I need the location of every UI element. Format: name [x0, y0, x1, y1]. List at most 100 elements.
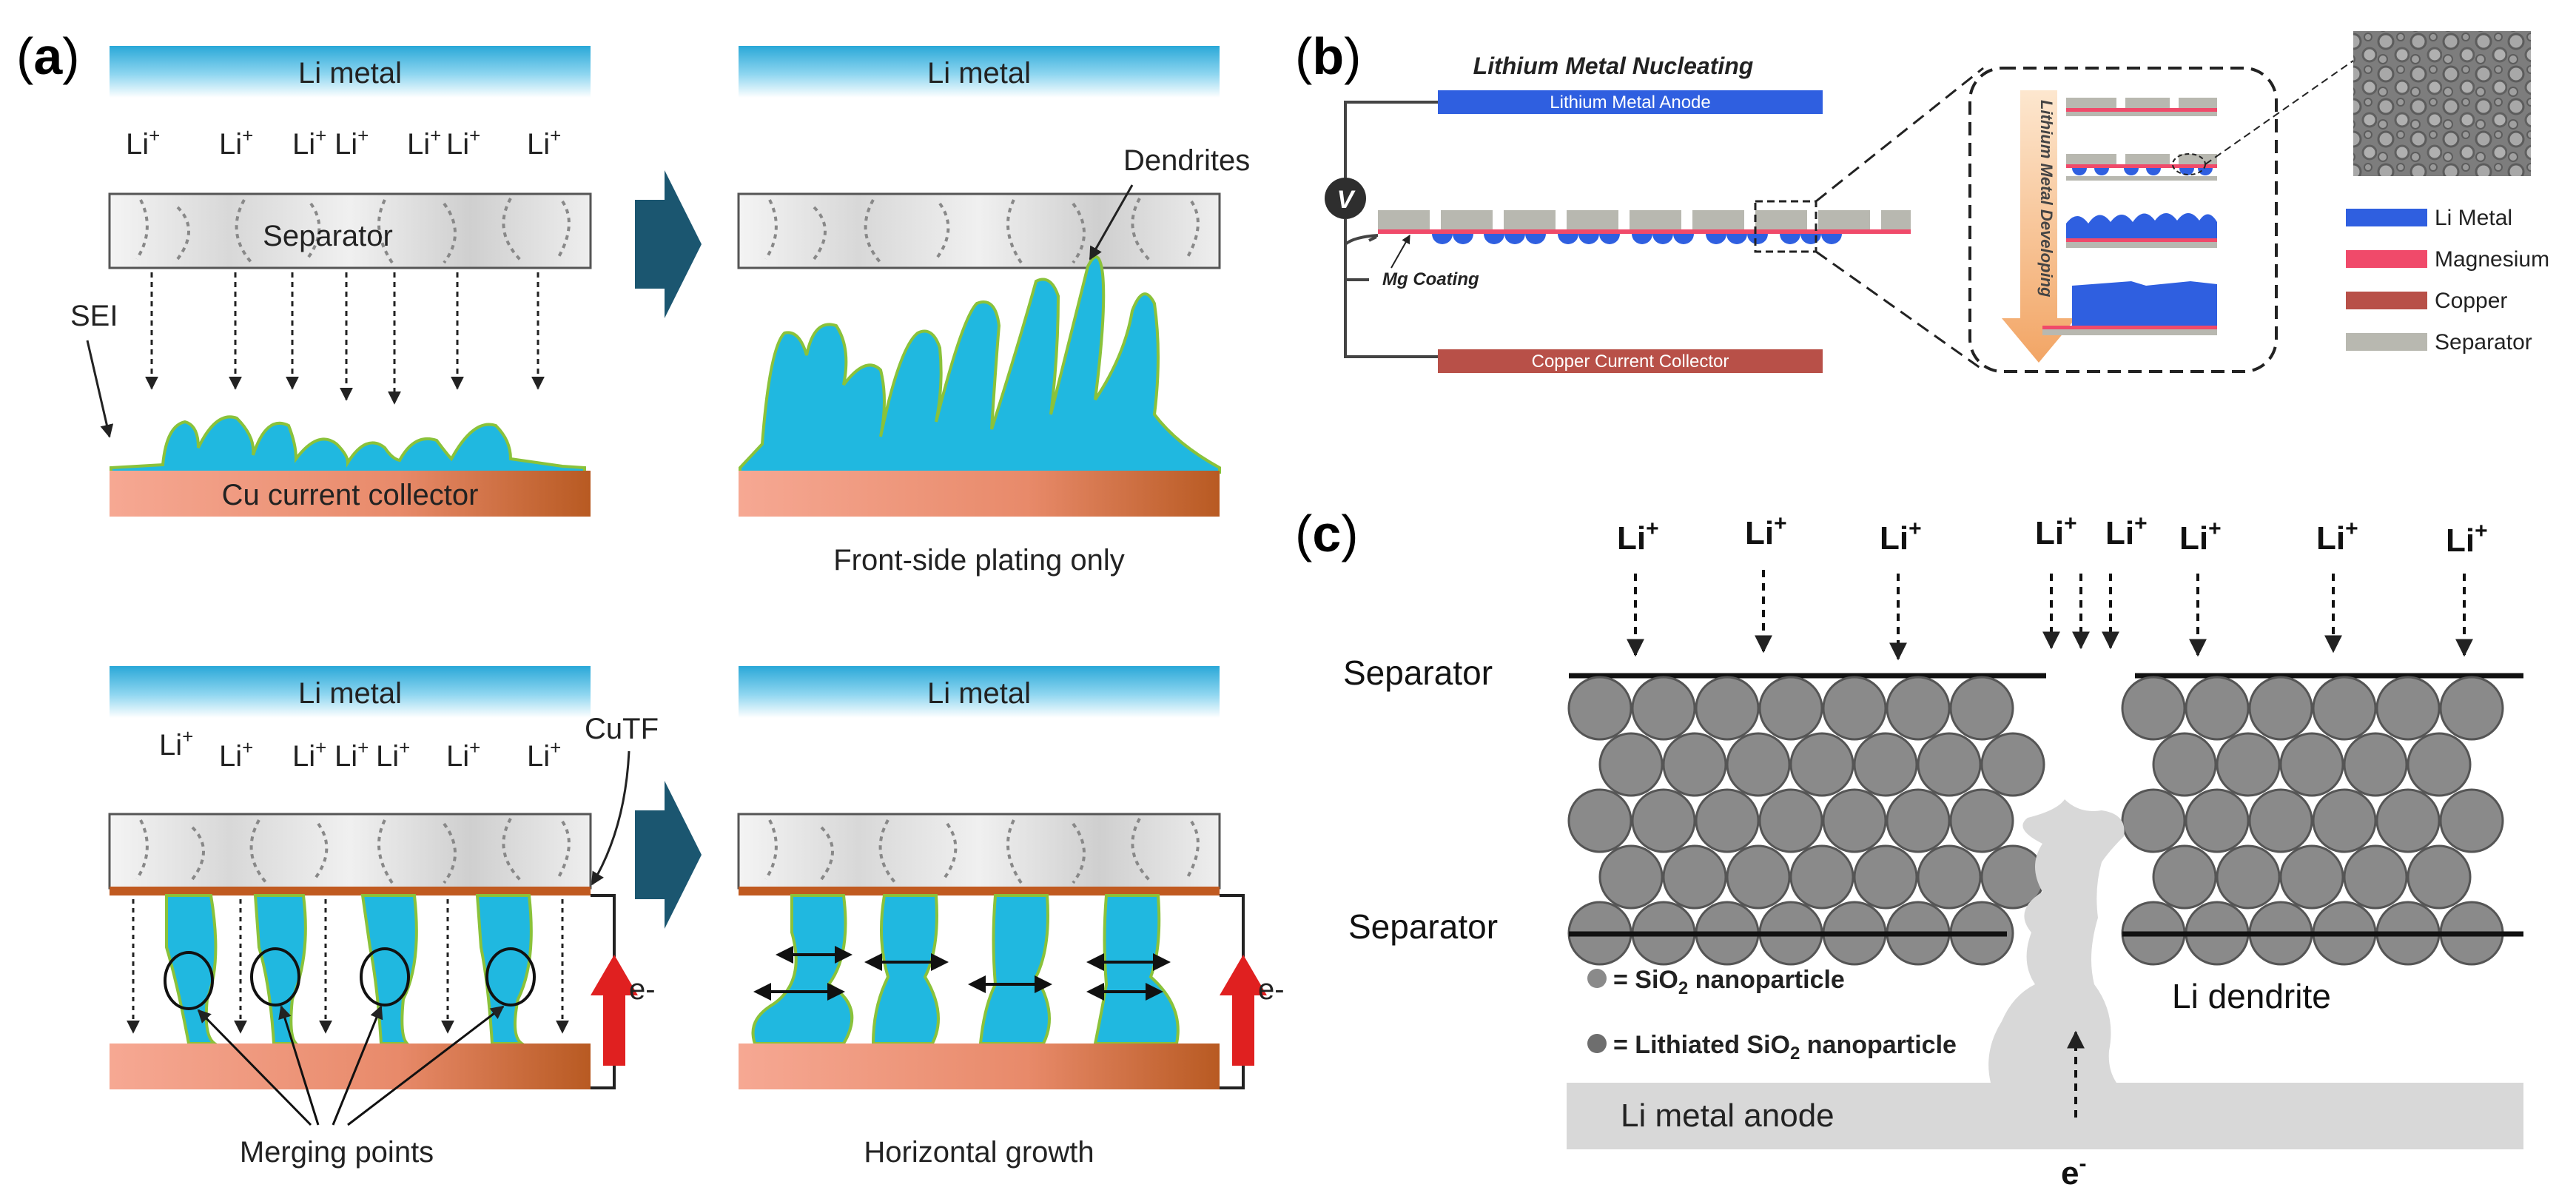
stage-4	[2042, 281, 2217, 335]
sio2-nanoparticle	[1662, 732, 1727, 797]
ion-flow-arrows	[127, 899, 569, 1034]
sio2-nanoparticle	[1917, 732, 1982, 797]
horizontal-growth-caption: Horizontal growth	[864, 1136, 1094, 1169]
li-ion-label: Li+	[159, 725, 193, 762]
li-ion-label: Li+	[2179, 517, 2222, 557]
sio2-nanoparticle	[1598, 844, 1664, 910]
li-ion-label: Li+	[219, 736, 253, 773]
sio2-nanoparticle	[2375, 788, 2441, 853]
voltmeter-icon	[1325, 178, 1366, 219]
panel-c: (c) Li+ Li+ Li+ Li+ Li+ Li+ Li+ Li+ Sepa…	[1295, 505, 2523, 1192]
li-ion-label: Li+	[2316, 517, 2358, 557]
lithiated-sio2-legend-dot	[1587, 1034, 1607, 1053]
cell-a4: Li metal e- Horizontal growt	[737, 666, 1285, 1169]
sio2-nanoparticle	[1853, 732, 1918, 797]
ion-flow-arrows	[145, 272, 545, 405]
li-ion-label: Li+	[2035, 511, 2077, 551]
merging-arrows	[197, 1005, 505, 1126]
legend-swatch-copper	[2346, 292, 2427, 309]
circuit-wire	[1344, 219, 1438, 358]
li-ion-label: Li+	[292, 736, 326, 773]
circuit-wire	[1344, 101, 1438, 178]
li-metal-label: Li metal	[927, 677, 1031, 710]
sio2-nanoparticle	[1567, 788, 1632, 853]
li-ion-label: Li+	[376, 736, 410, 773]
cutf-arrow	[591, 750, 630, 886]
sei-arrow	[86, 340, 114, 438]
separator-label: Separator	[263, 220, 393, 252]
voltmeter-label: V	[1337, 186, 1356, 214]
sio2-nanoparticle	[2152, 844, 2217, 910]
sio2-nanoparticle	[1726, 732, 1791, 797]
sio2-nanoparticle	[1758, 676, 1823, 741]
nanoparticle-layer	[1567, 676, 2045, 966]
li-ion-label: Li+	[334, 124, 369, 161]
mg-coating-layer	[1378, 229, 1911, 234]
electron-label: e-	[1258, 973, 1285, 1006]
sio2-nanoparticle	[1662, 844, 1727, 910]
sio2-nanoparticle	[2216, 844, 2281, 910]
circuit-wire	[1344, 234, 1379, 246]
li-anode-block	[1567, 1083, 2523, 1149]
li-metal-label: Li metal	[927, 57, 1031, 90]
electron-label: e-	[2061, 1152, 2086, 1192]
zoom-line	[1815, 67, 1984, 203]
panel-b-legend: Li Metal Magnesium Copper Separator	[2346, 206, 2549, 354]
sem-micrograph	[2353, 31, 2531, 176]
sio2-nanoparticle	[2121, 788, 2186, 853]
legend-label: Separator	[2435, 330, 2532, 354]
sio2-nanoparticle	[2152, 732, 2217, 797]
sio2-nanoparticle	[2407, 732, 2472, 797]
copper-collector-bar	[1438, 349, 1823, 373]
sio2-nanoparticle	[2312, 788, 2377, 853]
dendrites-arrow	[1089, 184, 1134, 261]
li-metal-label: Li metal	[298, 677, 402, 710]
sio2-nanoparticle	[2375, 676, 2441, 741]
developing-arrow	[2002, 90, 2076, 363]
sio2-nanoparticle	[1822, 788, 1887, 853]
separator-bottom-label: Separator	[1348, 907, 1498, 946]
li-ion-labels: Li+ Li+ Li+ Li+ Li+ Li+ Li+	[126, 124, 561, 161]
panel-a-label: (a)	[16, 27, 80, 85]
sio2-nanoparticle	[2343, 732, 2408, 797]
sio2-nanoparticle	[2185, 676, 2250, 741]
sio2-nanoparticle	[1789, 844, 1854, 910]
nanoparticle-layer	[2121, 676, 2504, 966]
lithiated-sio2-legend-label: = Lithiated SiO2 nanoparticle	[1613, 1031, 1957, 1063]
li-metal-bar	[110, 46, 591, 98]
li-ion-labels: Li+ Li+ Li+ Li+ Li+ Li+ Li+	[159, 725, 561, 773]
panel-c-label: (c)	[1295, 505, 1359, 562]
growth-stages	[2042, 98, 2217, 335]
anode-label: Li metal anode	[1621, 1098, 1835, 1134]
sio2-nanoparticle	[2185, 788, 2250, 853]
legend-label: Magnesium	[2435, 247, 2549, 272]
sio2-nanoparticle	[1726, 844, 1791, 910]
cell-a2: Li metal Dendrites Front-side plating on…	[737, 46, 1250, 577]
sio2-nanoparticle	[2407, 844, 2472, 910]
sem-zoom-line	[2205, 60, 2354, 165]
cutf-layer	[110, 887, 591, 895]
cu-collector	[739, 1044, 1220, 1089]
sio2-nanoparticle	[1695, 788, 1760, 853]
transition-arrow	[635, 170, 702, 318]
li-ion-label: Li+	[219, 124, 253, 161]
sio2-nanoparticle	[2439, 788, 2504, 853]
li-ion-label: Li+	[292, 124, 326, 161]
li-ion-label: Li+	[1880, 517, 1922, 557]
li-ion-label: Li+	[126, 124, 160, 161]
sio2-nanoparticle	[1598, 732, 1664, 797]
stage-1	[2066, 98, 2217, 116]
cell-a1: Li metal Li+ Li+ Li+ Li+ Li+ Li+ Li+ Sep…	[70, 46, 592, 517]
sio2-nanoparticle	[1631, 788, 1696, 853]
copper-collector-label: Copper Current Collector	[1532, 352, 1729, 372]
li-metal-bar	[110, 666, 591, 718]
anode-bar	[1438, 90, 1823, 114]
li-dendrite-shape	[1988, 799, 2125, 1083]
mg-coating-label: Mg Coating	[1382, 269, 1479, 289]
cutf-label: CuTF	[585, 713, 659, 745]
separator	[737, 813, 1221, 890]
li-horizontal-deposits	[751, 894, 1180, 1045]
sei-label: SEI	[70, 300, 118, 332]
legend-swatch-separator	[2346, 333, 2427, 351]
